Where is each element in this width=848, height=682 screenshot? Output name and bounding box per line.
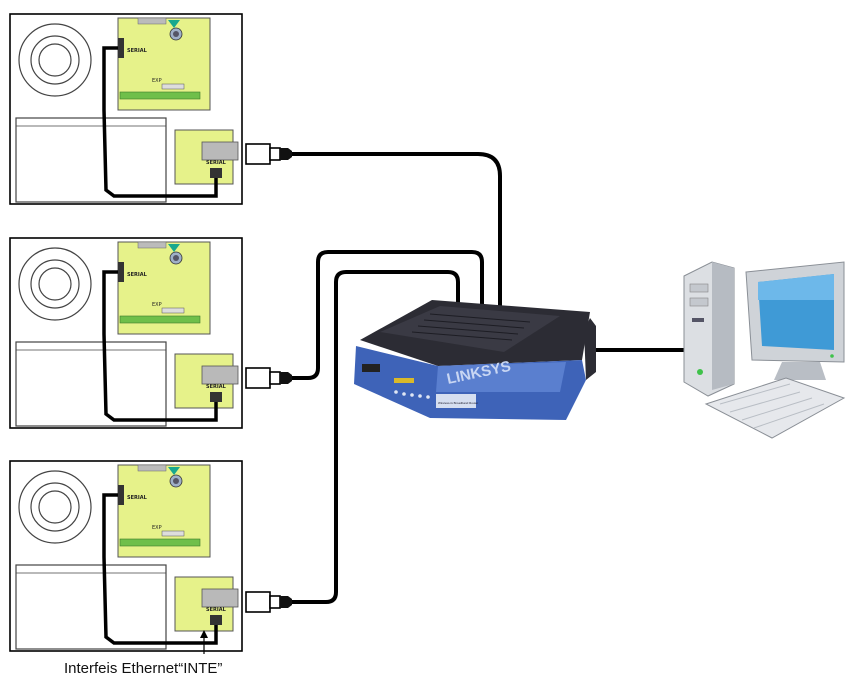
desktop-computer-icon [683, 261, 846, 439]
ethernet-plug-icon [245, 143, 293, 165]
router-icon: LINKSYS Wireless-G Broadband Router [354, 300, 596, 420]
alarm-panel-1 [8, 12, 244, 206]
alarm-panel-2 [8, 236, 244, 430]
caption-arrow [200, 630, 208, 654]
cable-panel-3 [292, 270, 460, 604]
cable-panel-2 [292, 250, 484, 380]
router-model: Wireless-G Broadband Router [438, 401, 478, 405]
cable-panel-1 [292, 152, 502, 312]
caption-interface-label: Interfeis Ethernet“INTE” [64, 660, 223, 677]
ethernet-plug-icon [245, 367, 293, 389]
ethernet-plug-icon [245, 591, 293, 613]
alarm-panel-3 [8, 459, 244, 653]
